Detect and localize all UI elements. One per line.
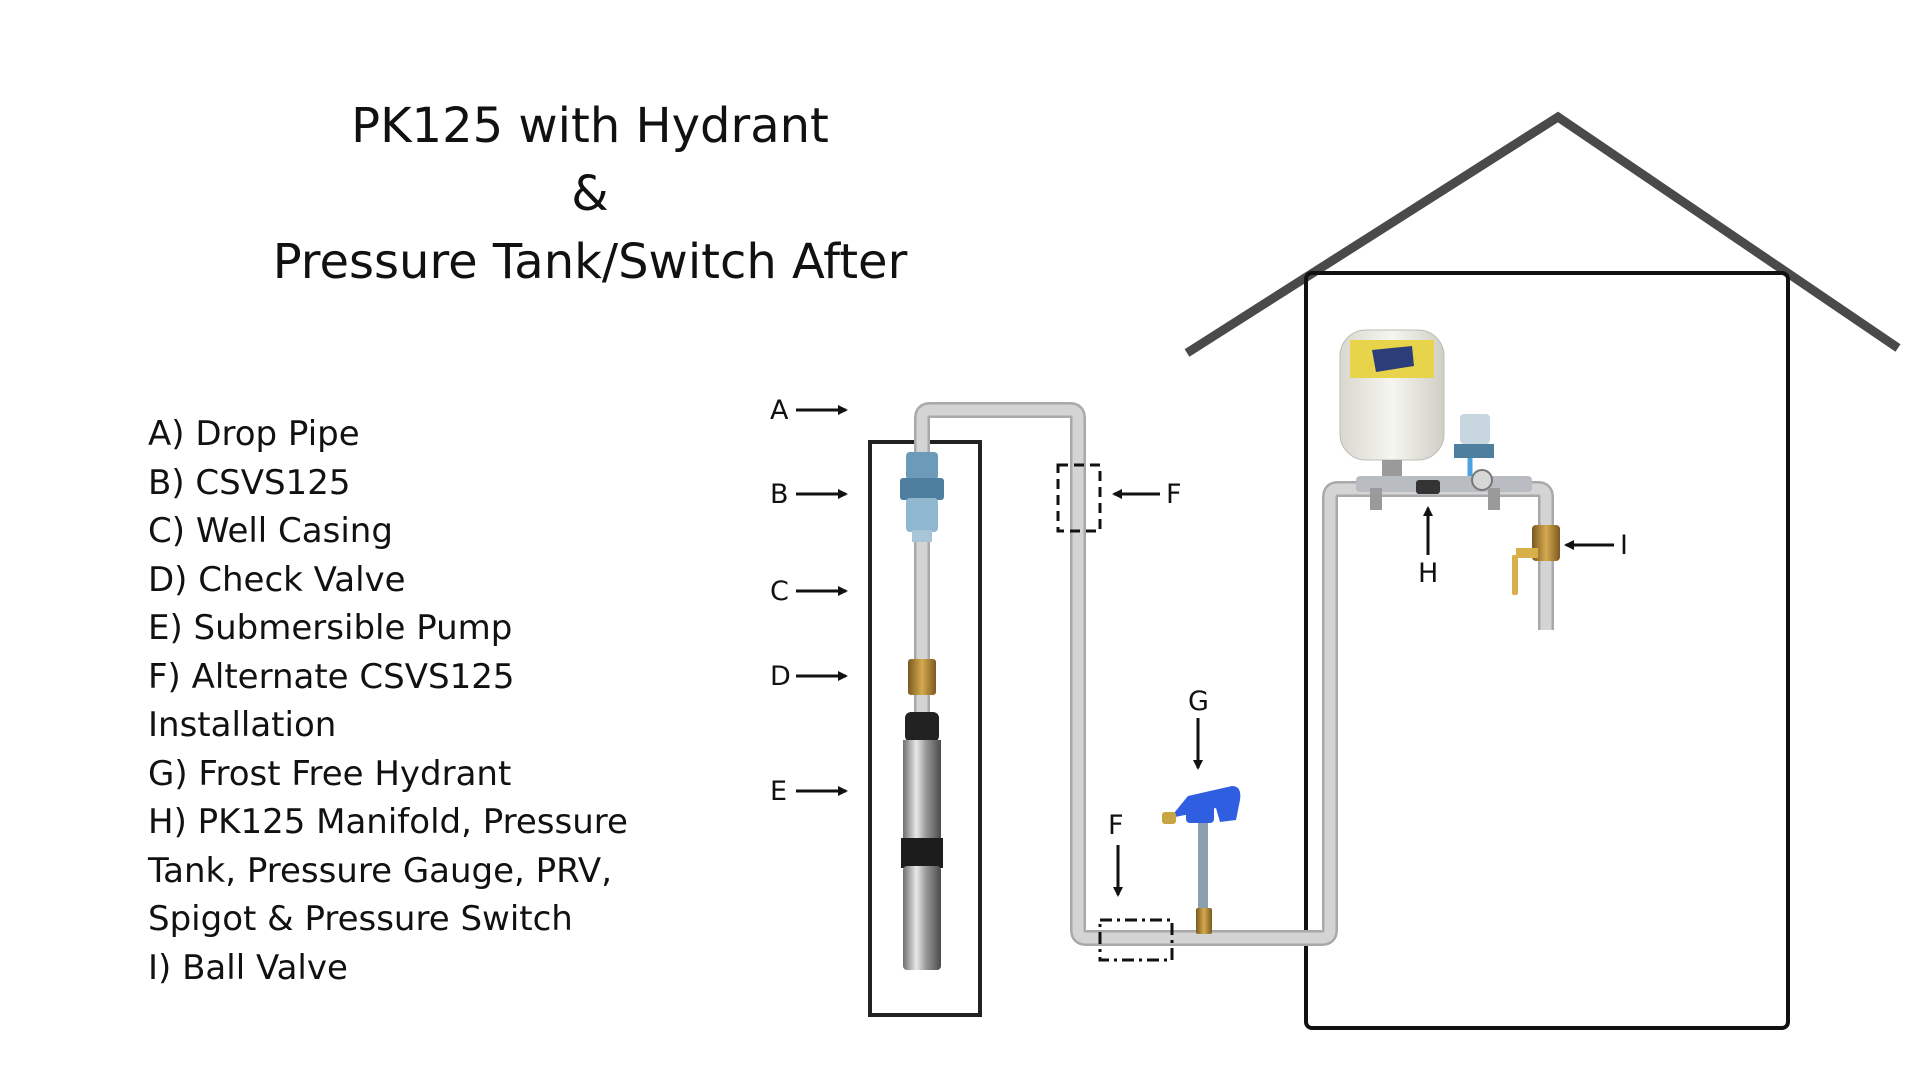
callout-label-h: H (1418, 558, 1438, 589)
legend-item-f: F) Alternate CSVS125 (148, 656, 515, 697)
callout-label-e: E (770, 776, 787, 807)
pressure-tank-assembly (1339, 329, 1532, 510)
title-line-2: & (571, 166, 609, 222)
component-legend: A) Drop Pipe B) CSVS125 C) Well Casing D… (148, 410, 628, 992)
callout-label-c: C (770, 576, 789, 607)
house-roof (1184, 111, 1901, 357)
legend-item-f-cont: Installation (148, 705, 337, 745)
callout-label-g: G (1188, 686, 1209, 717)
check-valve (908, 659, 936, 695)
house-wall (1304, 271, 1790, 1030)
title-line-1: PK125 with Hydrant (351, 98, 829, 154)
callout-arrows (796, 405, 1614, 897)
legend-item-a: A) Drop Pipe (148, 414, 360, 454)
legend-item-c: C) Well Casing (148, 511, 393, 551)
alternate-csvs125-upper (1056, 463, 1102, 533)
callout-label-d: D (770, 661, 791, 692)
legend-item-g: G) Frost Free Hydrant (148, 753, 512, 794)
pipe-network (914, 402, 1554, 970)
legend-item-d: D) Check Valve (148, 559, 406, 600)
legend-item-i: I) Ball Valve (148, 947, 348, 988)
legend-item-e: E) Submersible Pump (148, 608, 513, 648)
callout-label-f-upper: F (1166, 479, 1182, 510)
legend-item-h: H) PK125 Manifold, Pressure (148, 802, 628, 842)
submersible-pump (901, 712, 943, 970)
diagram-title: PK125 with Hydrant & Pressure Tank/Switc… (150, 92, 1030, 296)
alternate-csvs125-lower (1098, 918, 1174, 962)
ball-valve (1512, 525, 1560, 595)
callout-label-i: I (1620, 530, 1628, 561)
frost-free-hydrant (1162, 786, 1241, 934)
callout-label-a: A (770, 395, 789, 426)
callout-label-b: B (770, 479, 789, 510)
legend-item-h-cont-2: Spigot & Pressure Switch (148, 899, 573, 939)
legend-item-b: B) CSVS125 (148, 462, 351, 503)
callout-label-f-lower: F (1108, 810, 1124, 841)
csvs125-valve (900, 452, 944, 542)
legend-item-h-cont-1: Tank, Pressure Gauge, PRV, (148, 850, 612, 891)
title-line-3: Pressure Tank/Switch After (272, 234, 908, 290)
